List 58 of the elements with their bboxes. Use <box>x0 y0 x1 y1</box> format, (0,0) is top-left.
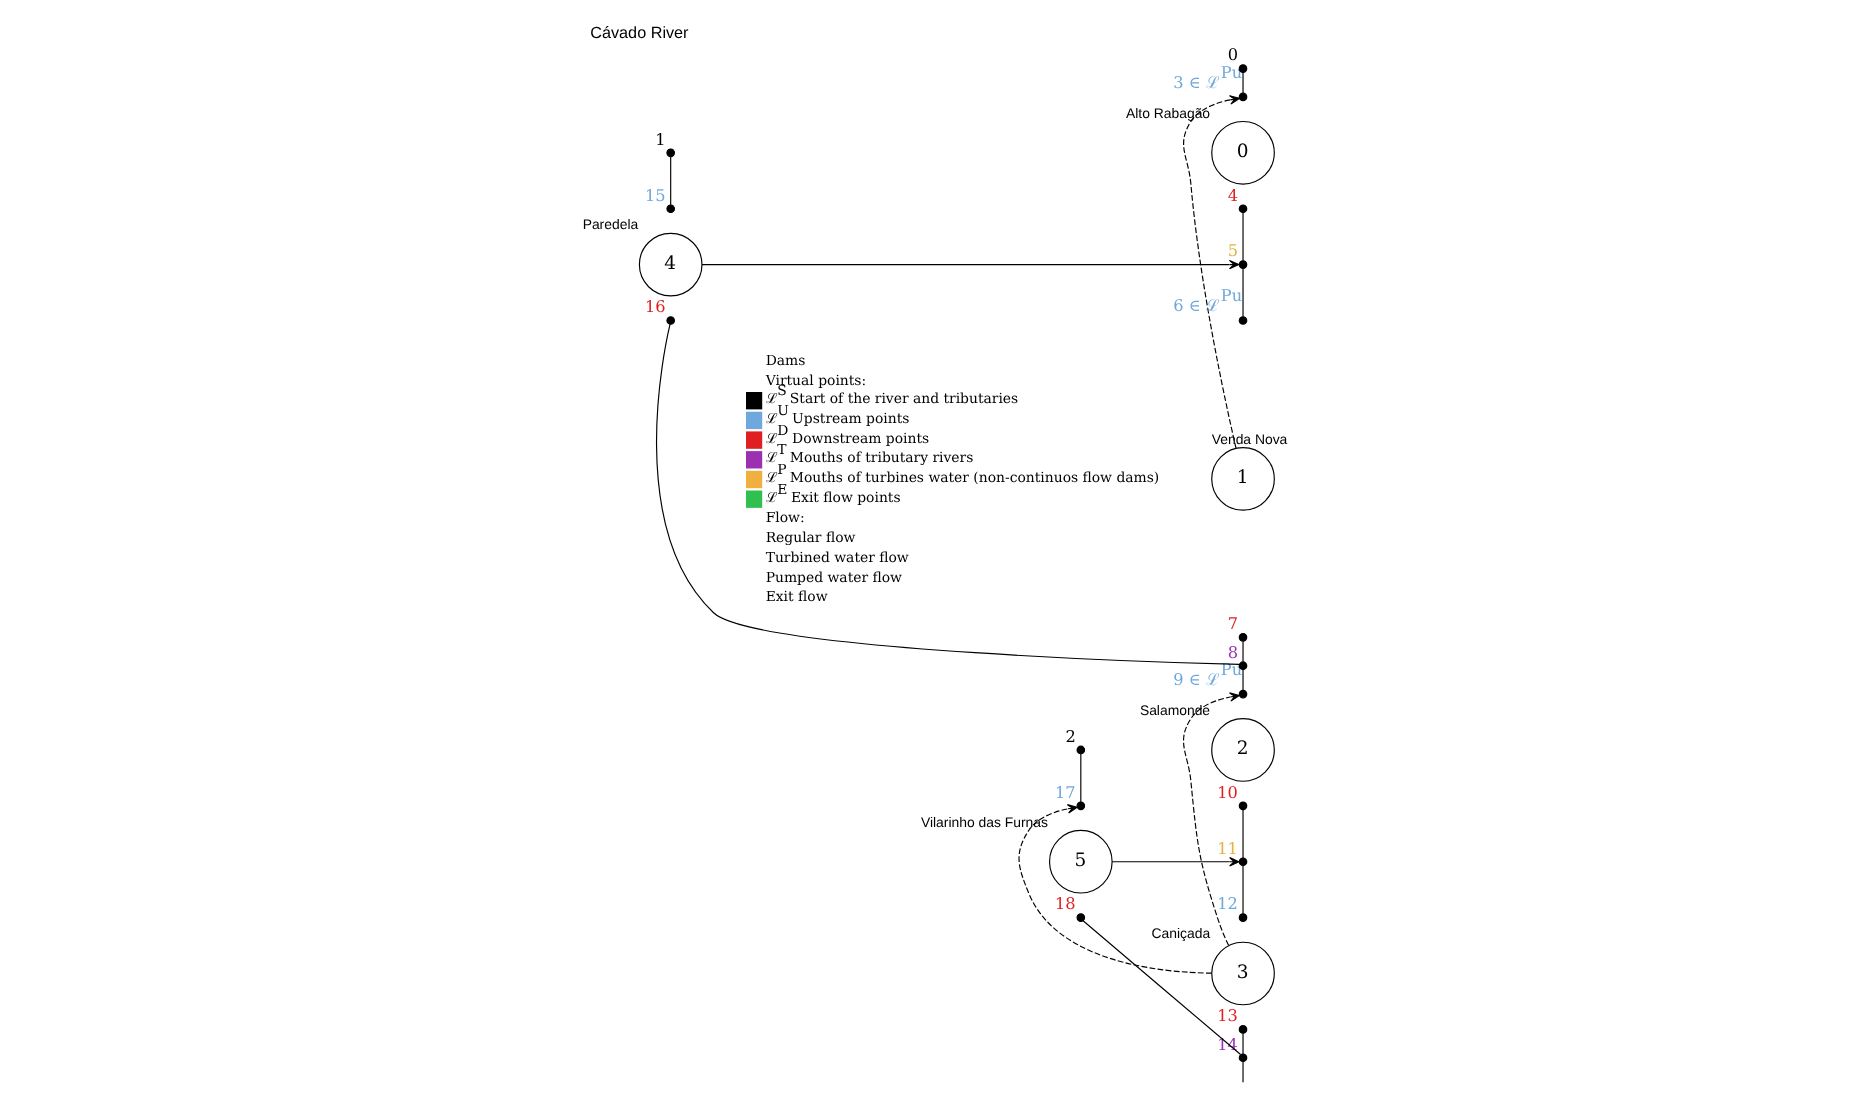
node-circle: 4 <box>638 232 703 297</box>
connector <box>1242 212 1244 262</box>
connector <box>1082 920 1242 1056</box>
connector <box>1242 71 1244 94</box>
node-dot <box>1238 689 1248 699</box>
connector <box>670 156 672 206</box>
connector <box>1242 669 1244 691</box>
node-dot <box>1238 260 1248 269</box>
node-dot <box>1238 1053 1248 1063</box>
connector <box>1242 640 1244 663</box>
node-dot <box>1238 204 1248 214</box>
arrow <box>1111 856 1240 867</box>
node-dot <box>1076 745 1086 755</box>
node-dot <box>1238 92 1248 102</box>
node-label: 1 <box>655 128 666 149</box>
node-circle: 3 <box>1211 941 1275 1006</box>
node-label: 8 <box>1227 641 1239 662</box>
node-dot <box>1238 801 1248 811</box>
connector <box>1242 1061 1244 1083</box>
node-dot <box>1238 857 1248 867</box>
node-label: 16 <box>644 296 666 317</box>
node-dot <box>1238 316 1248 325</box>
node-label: 18 <box>1055 893 1076 914</box>
node-dot <box>1238 633 1248 642</box>
node-dot <box>1238 661 1248 671</box>
node-circle: 0 <box>1211 120 1275 185</box>
node-dot <box>1238 913 1248 922</box>
node-dot <box>666 204 676 214</box>
node-label: 7 <box>1227 613 1239 634</box>
node-dot <box>1076 913 1086 922</box>
arrow <box>1183 692 1240 946</box>
node-dot <box>666 148 676 158</box>
node-dot <box>1238 64 1248 73</box>
connector <box>1080 753 1082 803</box>
node-circle: 2 <box>1211 718 1275 782</box>
arrow <box>1018 804 1213 974</box>
node-dot <box>1076 801 1086 811</box>
node-label: 17 <box>1055 781 1076 802</box>
node-label: 11 <box>1217 837 1238 858</box>
arrow <box>701 259 1240 270</box>
node-label: 12 <box>1217 893 1238 914</box>
connector <box>1242 809 1244 859</box>
node-label: 15 <box>644 184 666 205</box>
node-dot <box>666 316 676 325</box>
connector <box>1242 865 1244 915</box>
node-label: 5 <box>1227 240 1239 261</box>
arrow <box>1183 95 1240 449</box>
node-dot <box>1238 1025 1248 1034</box>
node-label: 10 <box>1217 781 1238 802</box>
connector <box>1242 1032 1244 1055</box>
node-label: 13 <box>1217 1005 1238 1026</box>
node-circle: 5 <box>1048 829 1113 894</box>
node-label: 2 <box>1065 725 1076 746</box>
node-label: 4 <box>1227 184 1239 205</box>
node-label: 0 <box>1227 44 1239 65</box>
node-circle: 1 <box>1211 447 1275 511</box>
connector <box>1242 268 1244 318</box>
connector <box>655 323 1240 666</box>
